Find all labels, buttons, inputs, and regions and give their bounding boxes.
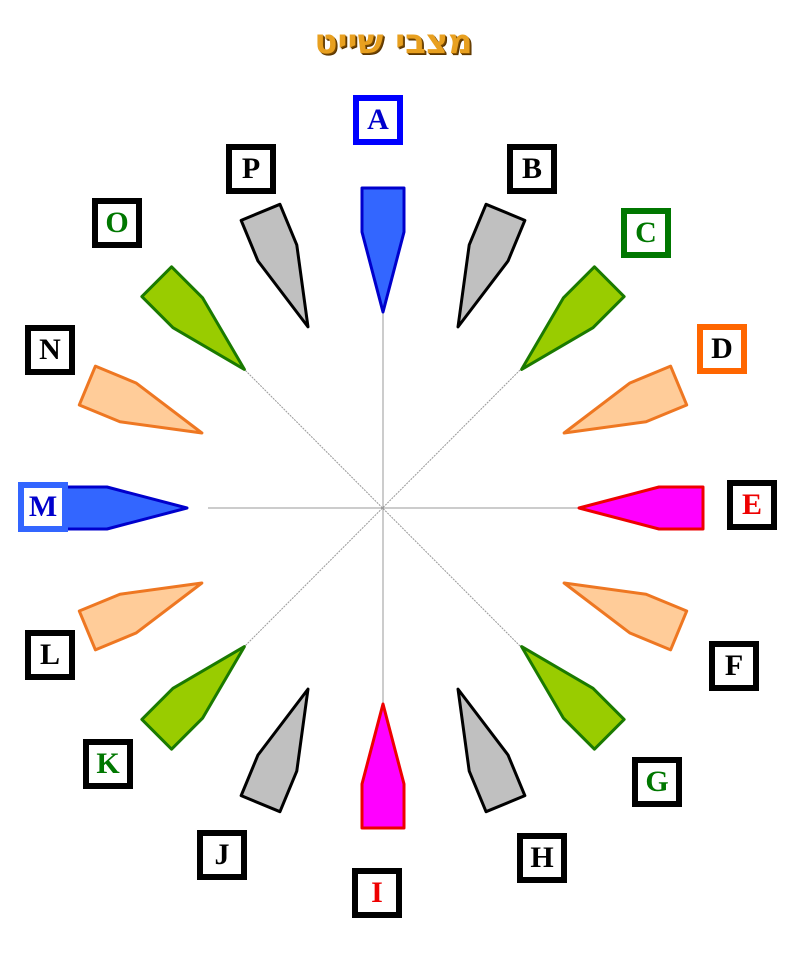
boat-hull-m <box>61 485 189 531</box>
position-letter: A <box>367 103 389 136</box>
position-label-p: P <box>226 144 276 194</box>
boat-hull-a <box>360 186 406 314</box>
boat-hull-g <box>520 645 626 751</box>
boat-hull-l <box>77 581 204 652</box>
boat-hull-p <box>239 202 310 329</box>
boat-hull-c <box>520 265 626 371</box>
position-letter: O <box>105 206 129 239</box>
position-letter: K <box>96 747 120 780</box>
position-label-c: C <box>621 208 671 258</box>
position-letter: B <box>521 152 542 185</box>
diagram-title: מצבי שייט <box>314 22 473 62</box>
guide-line <box>236 361 529 655</box>
boat-hull-i <box>360 702 406 830</box>
position-label-b: B <box>507 144 557 194</box>
position-letter: H <box>530 841 554 874</box>
position-letter: P <box>241 152 261 185</box>
position-letter: C <box>635 216 657 249</box>
boat-hull-k <box>140 645 246 751</box>
position-label-l: L <box>25 630 75 680</box>
position-label-f: F <box>709 641 759 691</box>
position-label-h: H <box>517 833 567 883</box>
position-letter: E <box>741 488 762 521</box>
position-label-e: E <box>727 480 777 530</box>
boat-hull-o <box>140 265 246 371</box>
boat-hull-n <box>77 364 204 435</box>
position-letter: M <box>28 490 58 523</box>
position-letter: J <box>214 838 230 871</box>
position-letter: I <box>371 876 383 909</box>
position-label-i: I <box>352 868 402 918</box>
position-label-j: J <box>197 830 247 880</box>
boat-hull-f <box>562 581 689 652</box>
position-letter: D <box>711 332 733 365</box>
position-label-o: O <box>92 198 142 248</box>
position-label-k: K <box>83 739 133 789</box>
position-label-m: M <box>18 482 68 532</box>
position-letter: N <box>39 333 61 366</box>
position-letter: L <box>39 638 60 671</box>
guide-line <box>236 361 529 655</box>
boat-hull-b <box>456 202 527 329</box>
position-label-n: N <box>25 325 75 375</box>
position-letter: F <box>724 649 744 682</box>
position-label-d: D <box>697 324 747 374</box>
boat-hull-j <box>239 687 310 814</box>
boat-hull-e <box>577 485 705 531</box>
boat-hull-h <box>456 687 527 814</box>
position-label-a: A <box>353 95 403 145</box>
boat-hull-d <box>562 364 689 435</box>
position-letter: G <box>645 765 669 798</box>
position-label-g: G <box>632 757 682 807</box>
